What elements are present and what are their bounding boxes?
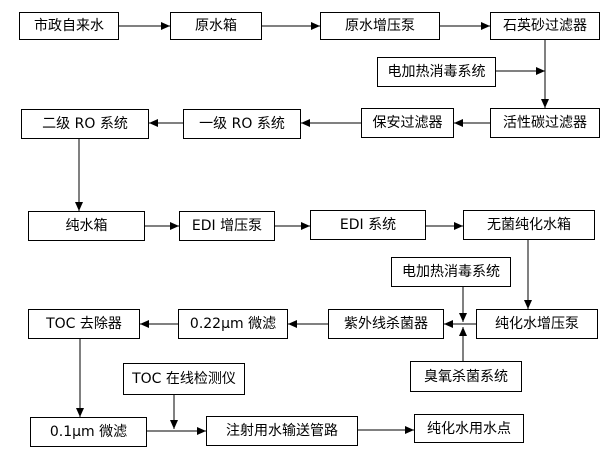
node-electric-heating-disinfection-system-1: 电加热消毒系统 xyxy=(377,57,496,87)
node-municipal-tap-water: 市政自来水 xyxy=(19,12,119,40)
node-water-for-injection-pipeline: 注射用水输送管路 xyxy=(206,416,358,446)
node-activated-carbon-filter: 活性碳过滤器 xyxy=(490,108,600,138)
node-electric-heating-disinfection-system-2: 电加热消毒系统 xyxy=(391,257,511,287)
node-uv-sterilizer: 紫外线杀菌器 xyxy=(328,309,444,339)
node-quartz-sand-filter: 石英砂过滤器 xyxy=(490,12,600,40)
node-purified-water-use-point: 纯化水用水点 xyxy=(414,414,524,443)
node-edi-booster-pump: EDI 增压泵 xyxy=(179,211,275,241)
node-first-stage-ro-system: 一级 RO 系统 xyxy=(183,109,301,139)
node-microfilter-0-22um: 0.22μm 微滤 xyxy=(178,309,288,339)
node-toc-remover: TOC 去除器 xyxy=(28,309,140,339)
node-ozone-sterilization-system: 臭氧杀菌系统 xyxy=(410,361,522,392)
node-raw-water-tank: 原水箱 xyxy=(170,12,262,40)
node-toc-online-analyzer: TOC 在线检测仪 xyxy=(123,363,245,395)
node-edi-system: EDI 系统 xyxy=(310,210,426,240)
node-sterile-purified-water-tank: 无菌纯化水箱 xyxy=(463,210,595,240)
node-purified-water-booster-pump: 纯化水增压泵 xyxy=(476,309,598,339)
node-pure-water-tank: 纯水箱 xyxy=(28,211,145,241)
node-security-filter: 保安过滤器 xyxy=(361,108,454,138)
node-raw-water-booster-pump: 原水增压泵 xyxy=(320,12,440,40)
node-second-stage-ro-system: 二级 RO 系统 xyxy=(21,109,149,139)
node-microfilter-0-1um: 0.1μm 微滤 xyxy=(30,417,147,447)
